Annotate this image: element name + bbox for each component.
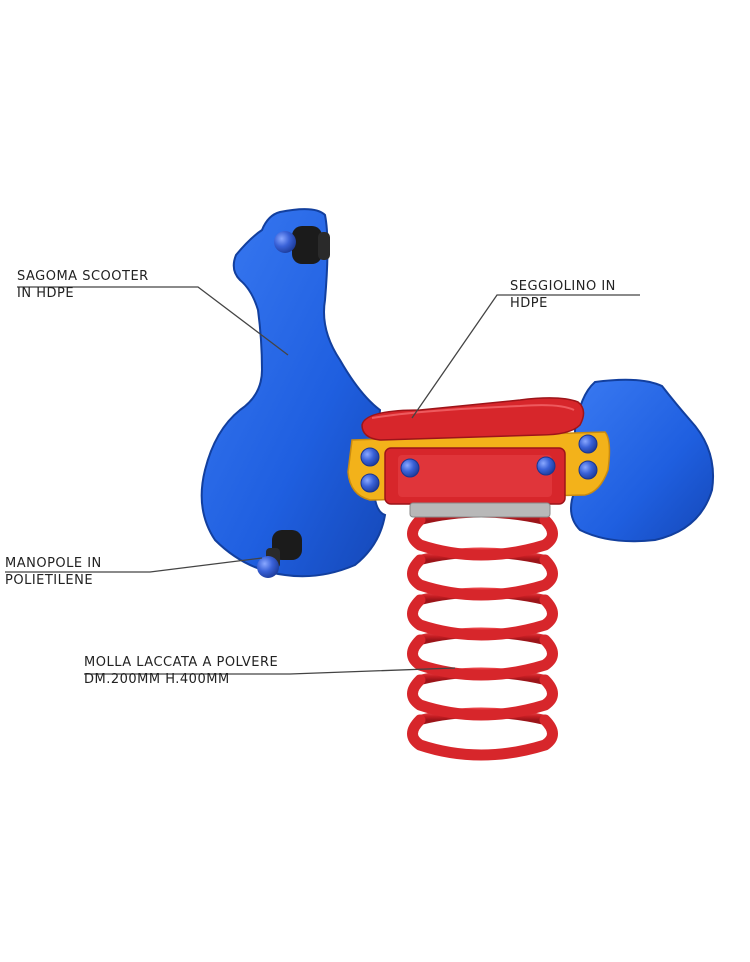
callout-sagoma-line2: IN HDPE [17, 286, 75, 301]
upper-handle [274, 226, 330, 264]
callout-sagoma-scooter: SAGOMA SCOOTER IN HDPE [17, 268, 149, 302]
bolts [360, 434, 598, 493]
spring-front [407, 514, 558, 761]
callout-seggiolino-line1: SEGGIOLINO IN [510, 279, 616, 294]
seat [361, 397, 585, 441]
scooter-silhouette [200, 208, 387, 578]
callout-molla-line2: DM.200MM H.400MM [84, 672, 230, 687]
callout-molla-line1: MOLLA LACCATA A POLVERE [84, 655, 279, 670]
callout-seggiolino: SEGGIOLINO IN HDPE [510, 278, 616, 312]
lower-handle [257, 530, 302, 578]
callout-seggiolino-line2: HDPE [510, 296, 548, 311]
leader-lines [5, 286, 640, 675]
spring [415, 507, 550, 725]
callout-sagoma-line1: SAGOMA SCOOTER [17, 269, 149, 284]
spring-mount [409, 502, 551, 518]
callout-manopole-line1: MANOPOLE IN [5, 556, 102, 571]
callout-manopole-line2: POLIETILENE [5, 573, 94, 588]
callout-manopole: MANOPOLE IN POLIETILENE [5, 555, 102, 589]
callout-molla: MOLLA LACCATA A POLVERE DM.200MM H.400MM [84, 654, 278, 688]
